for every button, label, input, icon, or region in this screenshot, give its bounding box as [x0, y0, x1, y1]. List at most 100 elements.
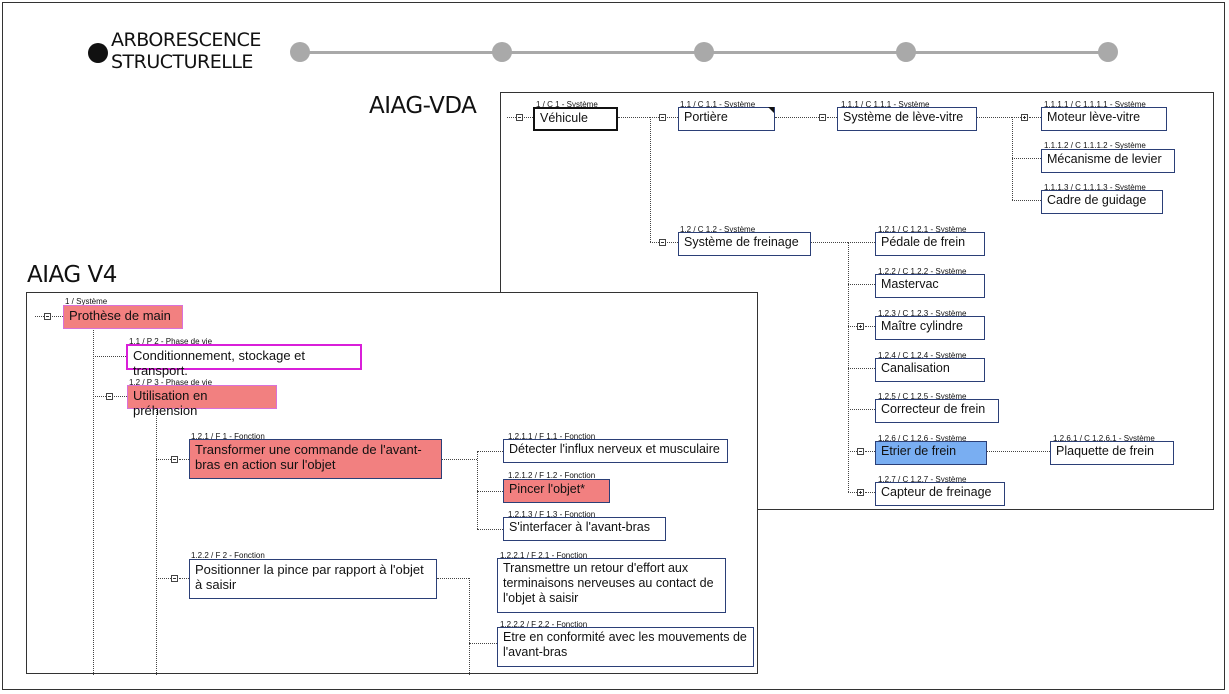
connector	[811, 242, 848, 243]
connector	[848, 242, 875, 243]
connector	[477, 451, 478, 529]
connector	[650, 242, 659, 243]
node-caption: 1.2.6 / C 1.2.6 - Système	[878, 434, 967, 443]
connector	[650, 117, 651, 242]
expand-toggle[interactable]	[857, 323, 864, 330]
node-etre-en-conformite[interactable]: Etre en conformité avec les mouvements d…	[497, 627, 754, 667]
node-transformer-commande[interactable]: Transformer une commande de l'avant-bras…	[189, 439, 442, 479]
node-sinterfacer[interactable]: S'interfacer à l'avant-bras	[503, 517, 666, 541]
node-caption: 1 / Système	[65, 297, 108, 306]
node-etrier-frein[interactable]: Etrier de frein	[875, 441, 987, 465]
connector	[477, 491, 503, 492]
node-prothese-main[interactable]: Prothèse de main	[63, 305, 183, 329]
node-caption: 1.2.7 / C 1.2.7 - Système	[878, 475, 967, 484]
node-caption: 1.1 / P 2 - Phase de vie	[129, 337, 213, 346]
node-moteur-leve-vitre[interactable]: Moteur lève-vitre	[1041, 107, 1167, 131]
expand-toggle[interactable]	[1021, 114, 1028, 121]
node-conditionnement[interactable]: Conditionnement, stockage et transport.	[126, 344, 362, 378]
node-caption: 1.2 / P 3 - Phase de vie	[129, 378, 213, 387]
node-caption: 1.1.1.1 / C 1.1.1.1 - Système	[1044, 100, 1146, 109]
progress-step-6[interactable]	[1098, 42, 1118, 62]
progress-step-1-active[interactable]	[88, 43, 108, 63]
collapse-toggle[interactable]	[516, 114, 523, 121]
progress-step-3[interactable]	[492, 42, 512, 62]
connector	[156, 578, 171, 579]
connector	[442, 459, 477, 460]
node-caption: 1.2.1 / C 1.2.1 - Système	[878, 225, 967, 234]
node-detecter-influx[interactable]: Détecter l'influx nerveux et musculaire	[503, 439, 728, 463]
node-mecanisme-levier[interactable]: Mécanisme de levier	[1041, 149, 1175, 173]
node-caption: 1.2.1.1 / F 1.1 - Fonction	[508, 432, 596, 441]
node-systeme-freinage[interactable]: Système de freinage	[678, 232, 811, 256]
progress-step-2[interactable]	[290, 42, 310, 62]
note-marker-icon	[768, 107, 774, 113]
collapse-toggle[interactable]	[106, 393, 113, 400]
connector	[1012, 117, 1021, 118]
connector	[618, 117, 650, 118]
node-capteur-freinage[interactable]: Capteur de freinage	[875, 482, 1005, 506]
expand-toggle[interactable]	[857, 489, 864, 496]
collapse-toggle[interactable]	[659, 239, 666, 246]
connector	[524, 117, 533, 118]
node-correcteur-frein[interactable]: Correcteur de frein	[875, 399, 999, 423]
connector	[179, 578, 189, 579]
node-portiere[interactable]: Portière	[678, 107, 775, 131]
vda-label: AIAG-VDA	[369, 93, 477, 119]
v4-function-tree: 1 / Système 1.1 / P 2 - Phase de vie 1.2…	[26, 292, 758, 675]
node-positionner-pince[interactable]: Positionner la pince par rapport à l'obj…	[189, 559, 437, 599]
connector	[179, 459, 189, 460]
connector	[477, 451, 503, 452]
progress-step-4[interactable]	[694, 42, 714, 62]
connector	[977, 117, 1012, 118]
progress-step-5[interactable]	[896, 42, 916, 62]
node-caption: 1.2.1.2 / F 1.2 - Fonction	[508, 471, 596, 480]
collapse-toggle[interactable]	[171, 575, 178, 582]
node-caption: 1.2 / C 1.2 - Système	[680, 225, 756, 234]
collapse-toggle[interactable]	[819, 114, 826, 121]
node-caption: 1.1.1.2 / C 1.1.1.2 - Système	[1044, 141, 1146, 150]
node-caption: 1.2.1 / F 1 - Fonction	[191, 432, 265, 441]
connector	[848, 284, 875, 285]
collapse-toggle[interactable]	[857, 448, 864, 455]
section-title-line1: ARBORESCENCE	[111, 29, 261, 51]
node-maitre-cylindre[interactable]: Maître cylindre	[875, 316, 985, 340]
connector	[667, 242, 678, 243]
collapse-toggle[interactable]	[171, 456, 178, 463]
connector	[987, 451, 1050, 452]
v4-label: AIAG V4	[27, 262, 117, 288]
connector	[507, 117, 516, 118]
node-utilisation-prehension[interactable]: Utilisation en préhension	[127, 385, 277, 418]
node-caption: 1.2.2 / F 2 - Fonction	[191, 551, 265, 560]
node-caption: 1.2.2 / C 1.2.2 - Système	[878, 267, 967, 276]
node-caption: 1.2.1.3 / F 1.3 - Fonction	[508, 510, 596, 519]
node-vehicule[interactable]: Véhicule	[533, 107, 618, 131]
node-mastervac[interactable]: Mastervac	[875, 274, 985, 298]
node-pedale-frein[interactable]: Pédale de frein	[875, 232, 985, 256]
connector	[469, 643, 497, 644]
collapse-toggle[interactable]	[659, 114, 666, 121]
node-transmettre-retour[interactable]: Transmettre un retour d'effort aux termi…	[497, 558, 726, 613]
connector	[477, 529, 503, 530]
node-canalisation[interactable]: Canalisation	[875, 358, 985, 382]
node-caption: 1.1.1 / C 1.1.1 - Système	[841, 100, 930, 109]
connector	[93, 328, 94, 675]
node-systeme-leve-vitre[interactable]: Système de lève-vitre	[837, 107, 977, 131]
node-cadre-guidage[interactable]: Cadre de guidage	[1041, 190, 1163, 214]
node-plaquette-frein[interactable]: Plaquette de frein	[1050, 441, 1174, 465]
connector	[35, 316, 44, 317]
node-caption: 1.2.6.1 / C 1.2.6.1 - Système	[1053, 434, 1155, 443]
connector	[437, 578, 469, 579]
connector	[827, 117, 837, 118]
collapse-toggle[interactable]	[44, 313, 51, 320]
connector	[156, 407, 157, 675]
section-title-line2: STRUCTURELLE	[111, 51, 253, 73]
node-caption: 1.2.2.1 / F 2.1 - Fonction	[500, 551, 588, 560]
node-pincer-objet[interactable]: Pincer l'objet*	[503, 479, 610, 503]
node-caption: 1.1 / C 1.1 - Système	[680, 100, 756, 109]
connector	[1012, 158, 1041, 159]
connector	[52, 316, 63, 317]
node-caption: 1.2.2.2 / F 2.2 - Fonction	[500, 620, 588, 629]
connector	[93, 396, 106, 397]
node-caption: 1.1.1.3 / C 1.1.1.3 - Système	[1044, 183, 1146, 192]
